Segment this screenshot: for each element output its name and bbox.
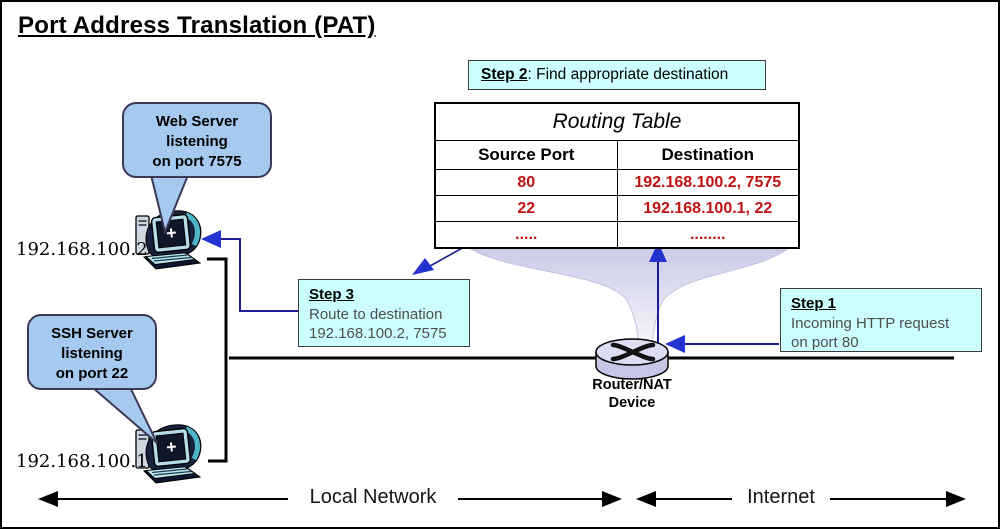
callout-line: listening bbox=[61, 344, 123, 362]
callout-line: SSH Server bbox=[51, 325, 133, 342]
step1-to-router-arrow bbox=[665, 335, 779, 353]
table-to-step3-arrow bbox=[412, 245, 467, 275]
web-server-callout: Web Server listening on port 7575 bbox=[122, 102, 272, 178]
router-label: Router/NAT Device bbox=[562, 376, 702, 412]
router-label-line1: Router/NAT bbox=[592, 377, 672, 393]
table-row: 22 192.168.100.1, 22 bbox=[434, 195, 800, 222]
router-label-line2: Device bbox=[608, 395, 656, 412]
callout-line: on port 7575 bbox=[152, 152, 242, 170]
ssh-server-callout: SSH Server listening on port 22 bbox=[27, 314, 157, 390]
step1-line1: Incoming HTTP request bbox=[791, 314, 950, 332]
step1-box: Step 1 Incoming HTTP request on port 80 bbox=[780, 288, 982, 352]
router-to-table-arrow bbox=[649, 242, 667, 350]
table-cell: ........ bbox=[616, 221, 800, 249]
table-cell: 192.168.100.1, 22 bbox=[616, 195, 800, 222]
table-row: 80 192.168.100.2, 7575 bbox=[434, 169, 800, 196]
routing-table-header-row: Source Port Destination bbox=[434, 140, 800, 170]
step2-text: : Find appropriate destination bbox=[527, 66, 729, 83]
table-cell: 22 bbox=[434, 195, 618, 222]
step3-line1: Route to destination bbox=[309, 305, 443, 323]
column-header-source-port: Source Port bbox=[434, 140, 618, 170]
table-cell: ..... bbox=[434, 221, 618, 249]
local-network-arrow bbox=[38, 491, 622, 507]
ssh-bubble-tail bbox=[89, 381, 158, 444]
step3-box: Step 3 Route to destination 192.168.100.… bbox=[298, 279, 470, 347]
web-server-ip-label: 192.168.100.2 bbox=[16, 239, 148, 260]
ssh-server-ip-label: 192.168.100.1 bbox=[16, 451, 148, 472]
step1-line2: on port 80 bbox=[791, 334, 859, 351]
step2-label: Step 2 bbox=[481, 66, 528, 83]
routing-table-title-row: Routing Table bbox=[434, 102, 800, 141]
local-network-label: Local Network bbox=[309, 486, 437, 508]
internet-label: Internet bbox=[747, 486, 815, 508]
step3-label: Step 3 bbox=[309, 286, 355, 303]
page-title: Port Address Translation (PAT) bbox=[18, 12, 376, 39]
callout-line: on port 22 bbox=[55, 364, 129, 382]
column-header-destination: Destination bbox=[616, 140, 800, 170]
host-link-bracket bbox=[207, 257, 228, 463]
callout-line: Web Server bbox=[155, 113, 239, 130]
step3-to-host-connector bbox=[201, 230, 298, 312]
router-icon bbox=[595, 338, 669, 380]
callout-line: listening bbox=[166, 132, 228, 150]
table-cell: 192.168.100.2, 7575 bbox=[616, 169, 800, 196]
table-cell: 80 bbox=[434, 169, 618, 196]
step2-box: Step 2: Find appropriate destination bbox=[468, 60, 766, 90]
table-row: ..... ........ bbox=[434, 221, 800, 249]
step1-label: Step 1 bbox=[791, 295, 837, 312]
lookup-funnel bbox=[460, 243, 796, 349]
internet-arrow bbox=[636, 491, 966, 507]
routing-table: Routing Table Source Port Destination 80… bbox=[434, 102, 800, 249]
step3-line2: 192.168.100.2, 7575 bbox=[309, 325, 447, 342]
routing-table-title: Routing Table bbox=[434, 102, 800, 141]
